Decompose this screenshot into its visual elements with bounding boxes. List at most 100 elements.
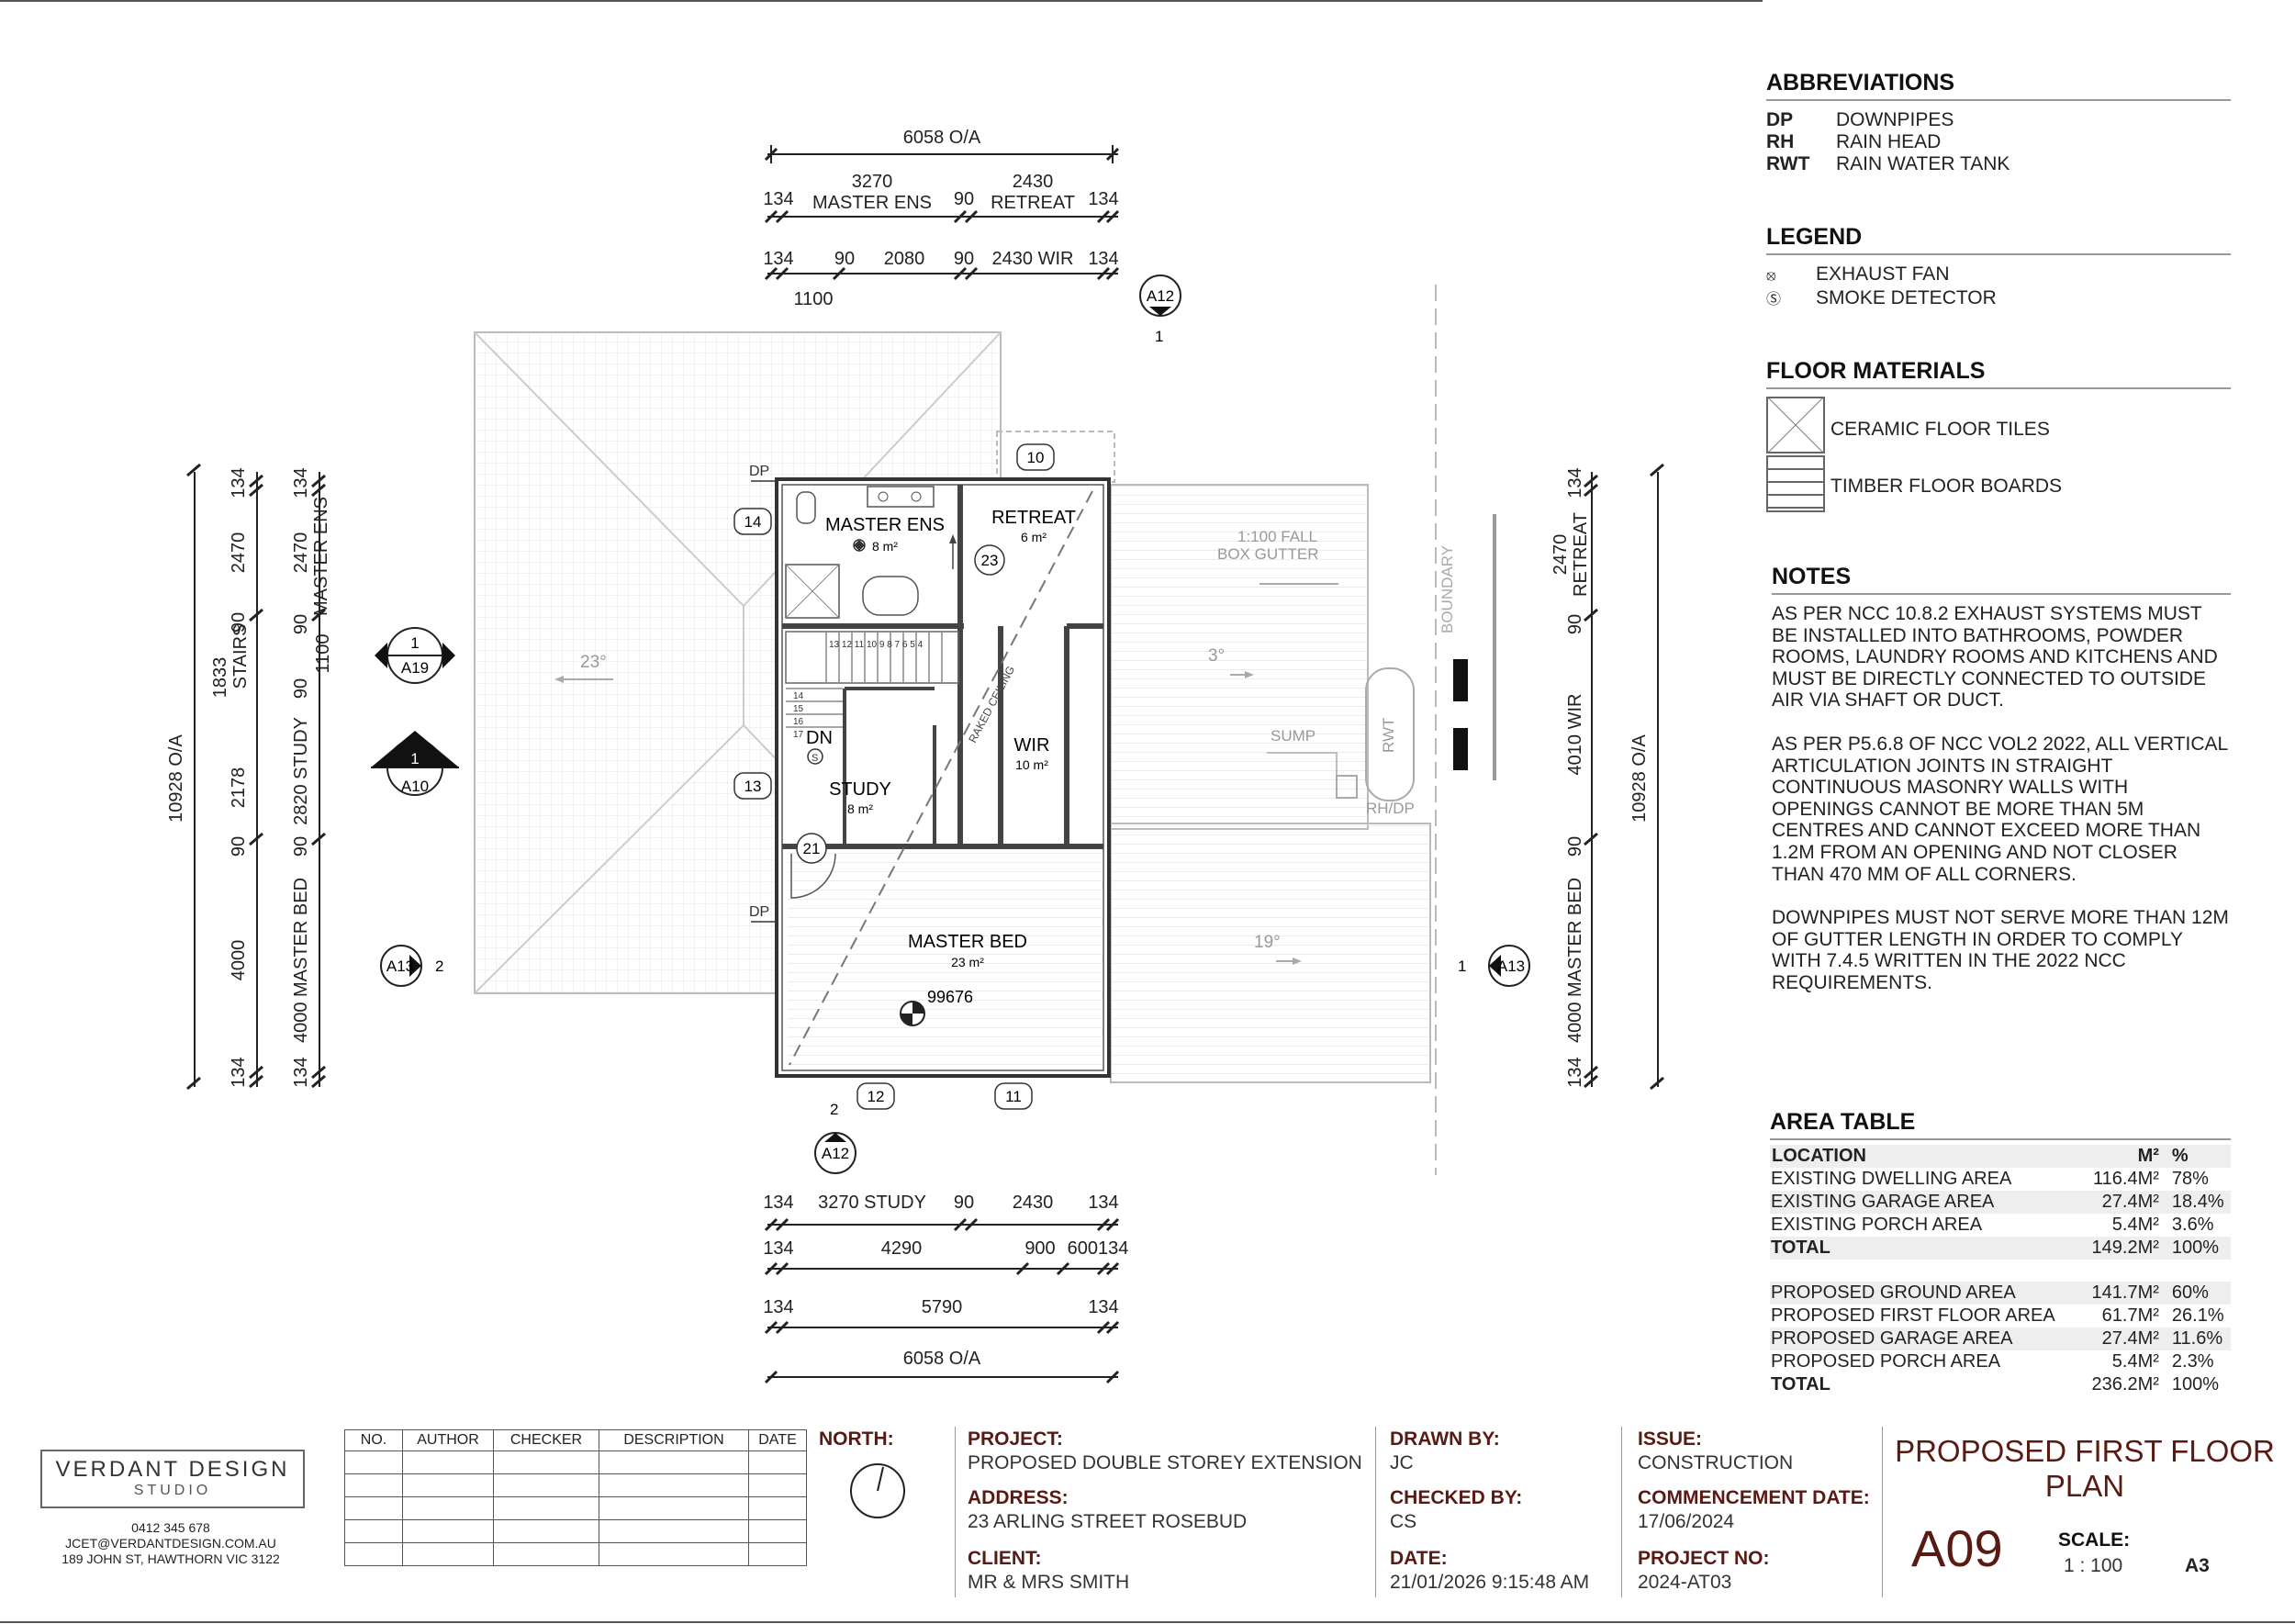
section-markers: 1 A19 1 A10 A13 2 A13 1 A12 1 A12 2 <box>371 274 1530 1174</box>
checked-by-value: CS <box>1390 1511 1417 1532</box>
svg-text:10: 10 <box>1027 449 1045 466</box>
svg-text:4000 MASTER BED: 4000 MASTER BED <box>1565 878 1585 1043</box>
svg-text:134: 134 <box>763 1297 793 1317</box>
svg-text:2470: 2470 <box>1551 534 1571 576</box>
svg-text:1:100 FALL: 1:100 FALL <box>1237 528 1317 545</box>
svg-text:1833: 1833 <box>210 657 230 699</box>
svg-text:99676: 99676 <box>927 988 973 1006</box>
svg-text:1: 1 <box>1155 328 1163 345</box>
smoke-detector-icon <box>807 748 823 765</box>
window-tags: 10 14 23 13 21 12 11 <box>733 443 1055 1110</box>
floor-plan-drawing: 23° 1:100 FALL BOX GUTTER 3° SUMP 19° RW… <box>0 0 1763 1384</box>
room-name: WIR <box>1014 735 1050 756</box>
svg-text:134: 134 <box>1088 189 1118 209</box>
legend-title: LEGEND <box>1766 224 1863 250</box>
client-value: MR & MRS SMITH <box>968 1572 1130 1593</box>
sheet-number: A09 <box>1911 1519 2003 1577</box>
svg-text:134: 134 <box>229 1057 249 1087</box>
date-value: 21/01/2026 9:15:48 AM <box>1390 1572 1590 1593</box>
svg-text:90: 90 <box>229 836 249 857</box>
notes-panel: NOTES AS PER NCC 10.8.2 EXHAUST SYSTEMS … <box>1772 564 2231 1016</box>
dimensions-left: 10928 O/A 134 2470 1833 STAIRS 90 2178 9… <box>166 463 333 1091</box>
dimensions-right: 134 2470 RETREAT 90 4010 WIR 90 4000 MAS… <box>1551 463 1664 1091</box>
svg-text:90: 90 <box>954 189 974 209</box>
abbreviations-title: ABBREVIATIONS <box>1766 70 1955 95</box>
north-arrow-icon <box>850 1463 905 1518</box>
svg-text:134: 134 <box>763 189 793 209</box>
address-label: ADDRESS: <box>968 1487 1069 1508</box>
svg-text:90: 90 <box>954 1193 974 1213</box>
svg-text:2430: 2430 <box>1013 172 1054 192</box>
svg-text:90: 90 <box>1565 614 1585 634</box>
svg-text:MASTER ENS: MASTER ENS <box>311 497 331 616</box>
note-paragraph: AS PER P5.6.8 OF NCC VOL2 2022, ALL VERT… <box>1772 733 2228 885</box>
note-paragraph: AS PER NCC 10.8.2 EXHAUST SYSTEMS MUST B… <box>1772 603 2218 711</box>
svg-text:3270: 3270 <box>852 172 893 192</box>
svg-text:A19: A19 <box>401 659 429 677</box>
svg-text:STAIRS: STAIRS <box>230 624 251 689</box>
svg-text:12: 12 <box>868 1088 885 1105</box>
svg-text:2080: 2080 <box>884 249 925 269</box>
svg-text:1: 1 <box>1458 958 1466 975</box>
checked-by-label: CHECKED BY: <box>1390 1487 1523 1508</box>
svg-text:DN: DN <box>806 728 833 748</box>
client-label: CLIENT: <box>968 1548 1042 1569</box>
svg-text:DP: DP <box>749 904 769 920</box>
svg-text:MASTER ENS: MASTER ENS <box>812 193 932 213</box>
svg-text:10928 O/A: 10928 O/A <box>166 734 186 823</box>
svg-text:4000 MASTER BED: 4000 MASTER BED <box>291 878 311 1043</box>
svg-text:1100: 1100 <box>313 633 333 673</box>
drawn-by-value: JC <box>1390 1452 1414 1473</box>
svg-text:13 12 11 10 9 8 7 6 5 4: 13 12 11 10 9 8 7 6 5 4 <box>829 640 924 650</box>
svg-text:3270 STUDY: 3270 STUDY <box>818 1193 926 1213</box>
svg-text:134: 134 <box>229 467 249 498</box>
title-block: VERDANT DESIGN STUDIO 0412 345 678 JCET@… <box>0 1421 2295 1624</box>
svg-text:2: 2 <box>830 1101 838 1118</box>
svg-text:BOX GUTTER: BOX GUTTER <box>1217 545 1319 563</box>
svg-text:14: 14 <box>793 691 804 701</box>
svg-text:RH/DP: RH/DP <box>1366 800 1415 817</box>
svg-text:19°: 19° <box>1254 933 1281 952</box>
svg-text:10928 O/A: 10928 O/A <box>1629 734 1650 823</box>
boundary-label: BOUNDARY <box>1439 545 1456 633</box>
issue-label: ISSUE: <box>1638 1428 1703 1450</box>
svg-text:SUMP: SUMP <box>1271 727 1315 745</box>
material-label: CERAMIC FLOOR TILES <box>1830 419 2050 440</box>
svg-text:RWT: RWT <box>1380 718 1397 753</box>
dimensions-bottom: 134 3270 STUDY 90 2430 134 134 4290 900 … <box>763 1193 1128 1384</box>
svg-text:23 m²: 23 m² <box>951 955 984 969</box>
notes-title: NOTES <box>1772 564 1852 589</box>
roof-pitch-left: 23° <box>580 653 607 672</box>
svg-text:134: 134 <box>1088 1297 1118 1317</box>
svg-text:23: 23 <box>981 552 999 569</box>
svg-text:S: S <box>812 753 818 764</box>
svg-text:2820 STUDY: 2820 STUDY <box>291 717 311 825</box>
room-name: RETREAT <box>991 508 1076 528</box>
first-floor-extension: 13 12 11 10 9 8 7 6 5 4 14 15 16 17 RAKE… <box>775 477 1111 1078</box>
svg-text:14: 14 <box>744 513 762 531</box>
svg-text:A13: A13 <box>1497 958 1525 975</box>
timber-boards-swatch <box>1766 455 1825 512</box>
date-label: DATE: <box>1390 1548 1448 1569</box>
paper-size: A3 <box>2185 1555 2210 1576</box>
svg-text:16: 16 <box>793 717 804 727</box>
project-label: PROJECT: <box>968 1428 1063 1450</box>
svg-text:90: 90 <box>291 614 311 634</box>
commencement-label: COMMENCEMENT DATE: <box>1638 1487 1870 1508</box>
svg-text:6 m²: 6 m² <box>1021 530 1047 544</box>
ceramic-tiles-swatch <box>1766 397 1825 454</box>
smoke-detector-icon: Ⓢ <box>1766 292 1782 308</box>
svg-text:4290: 4290 <box>881 1238 923 1259</box>
exhaust-fan-icon: ⦻ <box>1766 268 1776 284</box>
